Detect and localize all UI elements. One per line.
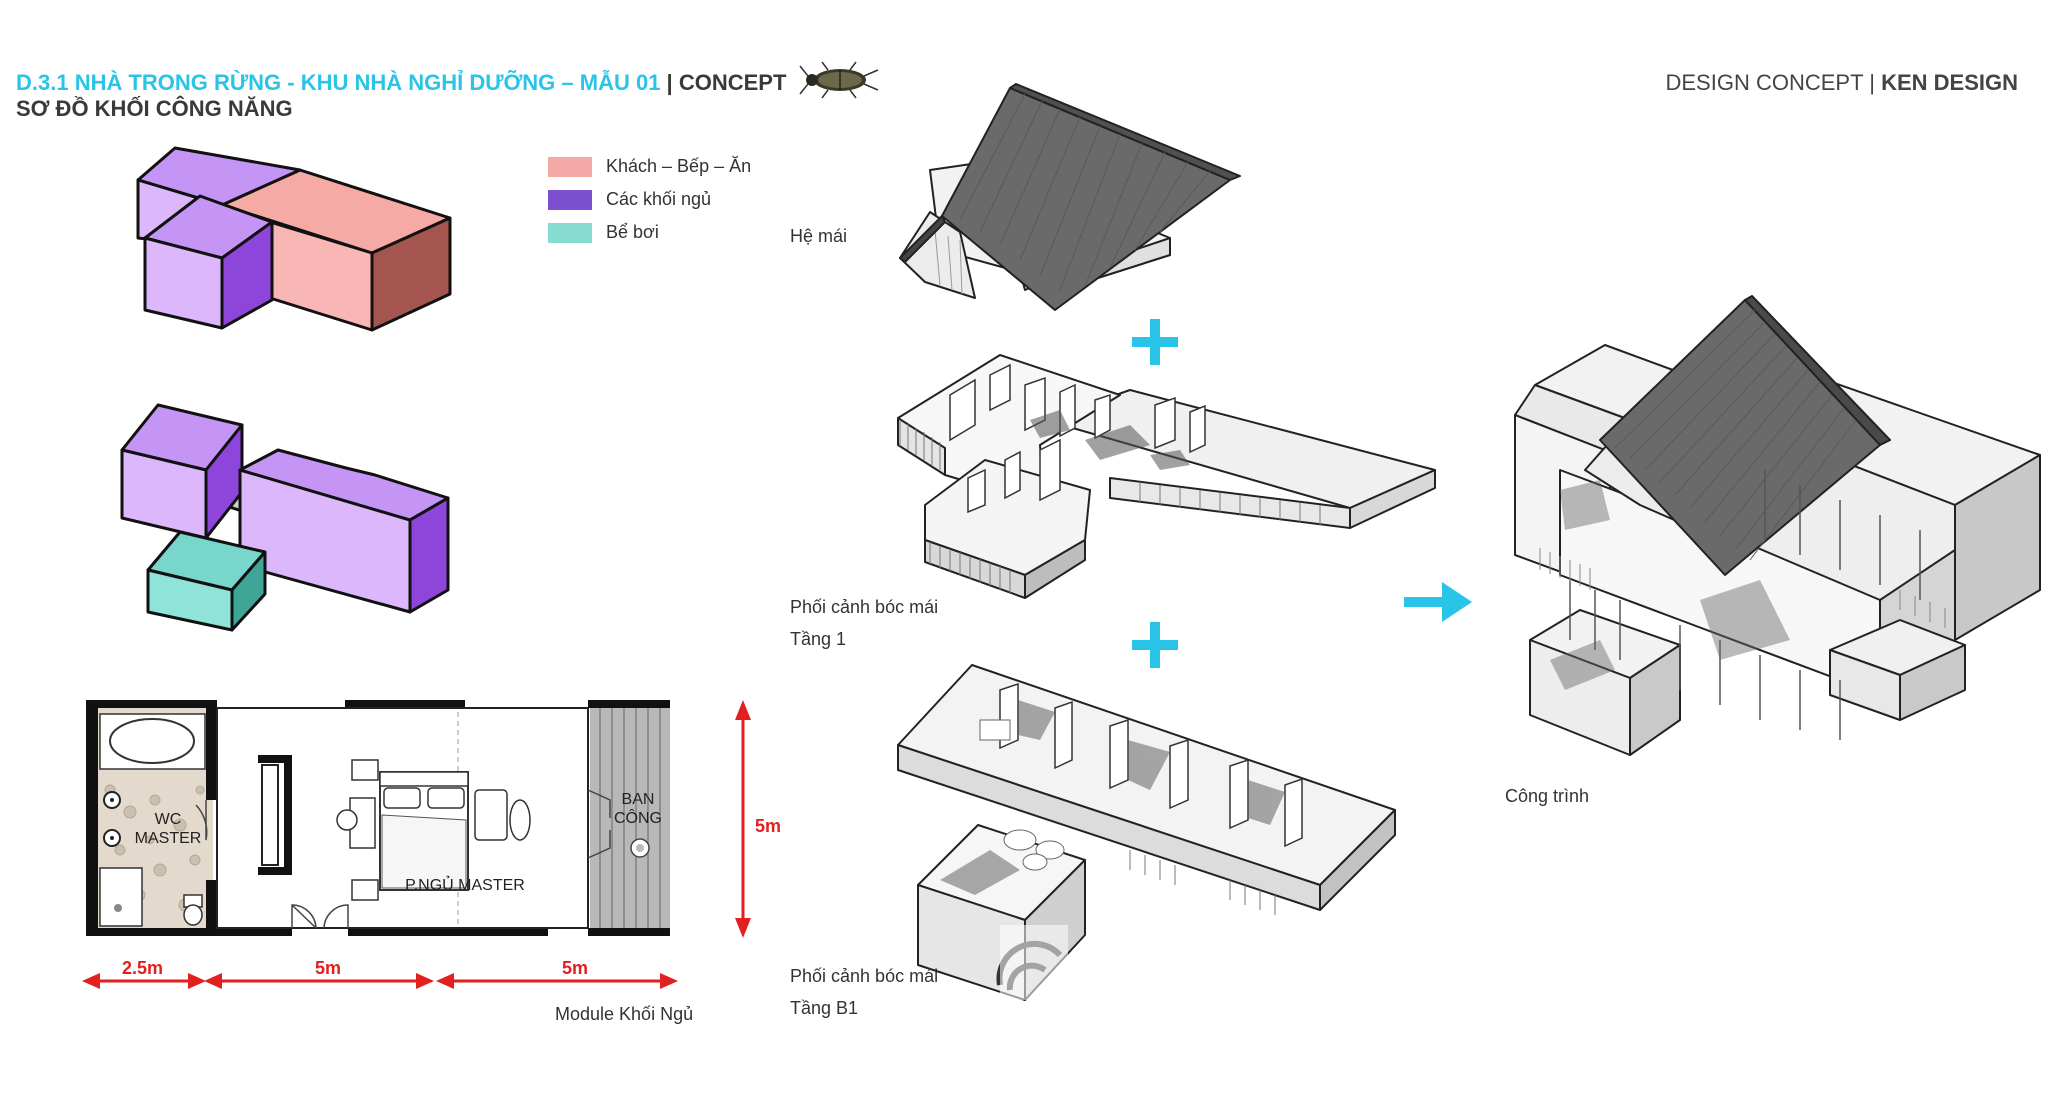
legend-item: Bể bơi [548,216,751,249]
legend-item: Các khối ngủ [548,183,751,216]
dim-height: 5m [755,816,782,836]
header-brand: DESIGN CONCEPT | KEN DESIGN [1666,70,2019,96]
legend-label: Các khối ngủ [606,189,712,209]
title-separator: | [660,70,679,95]
beetle-icon [799,61,879,99]
dim-width-1: 2.5m [122,958,164,978]
page-title: D.3.1 NHÀ TRONG RỪNG - KHU NHÀ NGHỈ DƯỠN… [16,70,786,96]
purple-right-side [408,496,450,614]
page-subtitle: SƠ ĐỒ KHỐI CÔNG NĂNG [16,96,293,121]
brand-separator: | [1863,70,1882,95]
dim-width-3: 5m [562,958,589,978]
caption-floorb1-line2: Tầng B1 [790,998,859,1018]
caption-floorb1-line1: Phối cảnh bóc mái [790,966,939,986]
legend-label: Bể bơi [606,222,659,242]
title-project: D.3.1 NHÀ TRONG RỪNG - KHU NHÀ NGHỈ DƯỠN… [16,70,661,95]
brand-name: KEN DESIGN [1881,70,2018,95]
bedroom-label: P.NGỦ MASTER [405,877,525,894]
arrow-right-icon [1404,582,1472,622]
caption-floor1-line1: Phối cảnh bóc mái [790,597,939,617]
legend-swatch-teal [548,222,592,243]
caption-roof: Hệ mái [790,226,848,246]
dim-width-2: 5m [315,958,342,978]
caption-building: Công trình [1505,786,1590,806]
caption-floor1-line2: Tầng 1 [790,629,847,649]
balcony-deck [590,707,670,932]
legend-swatch-purple [548,189,592,210]
balcony-label: BAN CÔNG [614,791,662,827]
brand-prefix: DESIGN CONCEPT [1665,70,1864,95]
floorplan-caption: Module Khối Ngủ [555,1004,694,1024]
teal-block-side [230,550,267,632]
plus-icon [1132,622,1178,668]
purple-block-front-side [220,220,274,330]
legend: Khách – Bếp – Ăn Các khối ngủ Bể bơi [548,150,751,249]
wc-label: WC MASTER [134,811,202,847]
legend-swatch-pink [548,156,592,177]
legend-item: Khách – Bếp – Ăn [548,150,751,183]
plus-icon [1132,319,1178,365]
title-concept: CONCEPT [678,70,787,95]
legend-label: Khách – Bếp – Ăn [606,156,752,176]
pink-block-side [370,216,452,332]
